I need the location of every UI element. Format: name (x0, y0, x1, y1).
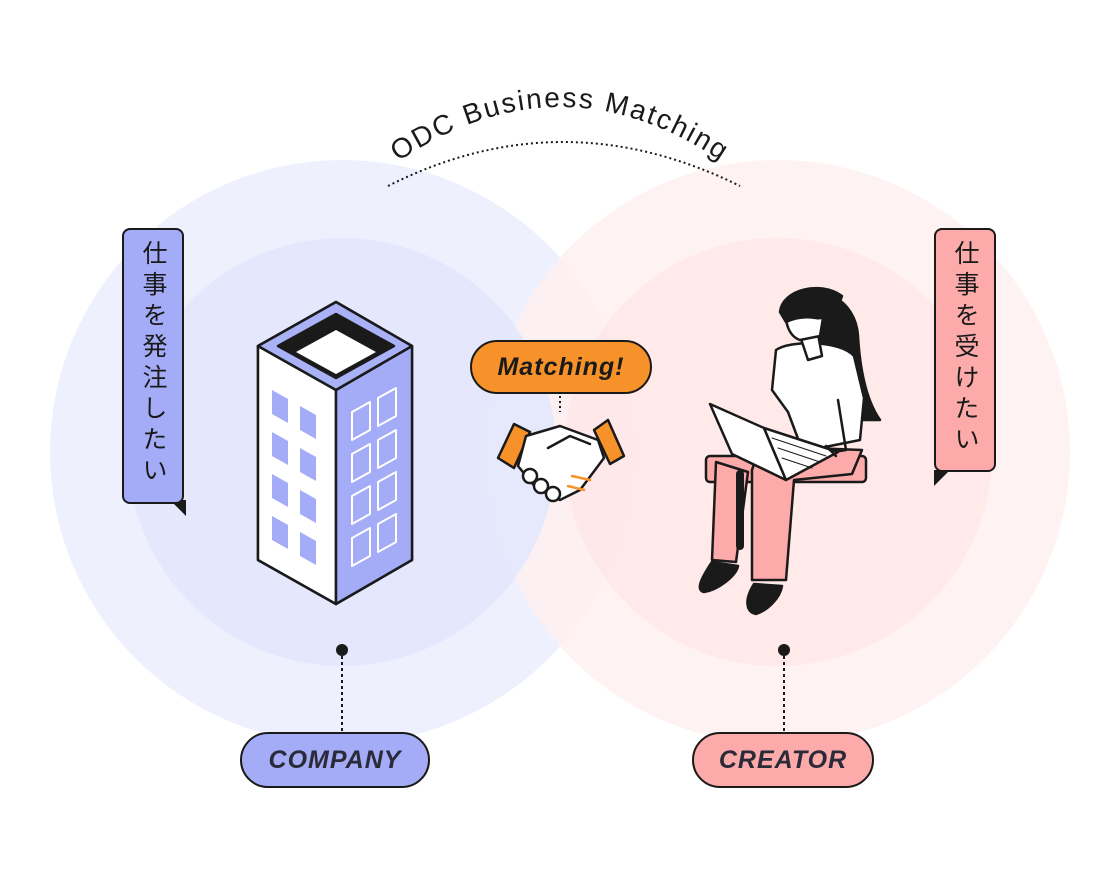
creator-illustration (698, 286, 882, 616)
creator-need-tail (934, 470, 950, 486)
matching-badge: Matching! (470, 340, 652, 394)
creator-need-text: 仕事を受けたい (951, 240, 980, 457)
company-need-text: 仕事を発注したい (139, 240, 168, 488)
creator-need-label: 仕事を受けたい (934, 228, 996, 472)
company-pin (336, 644, 348, 656)
title-arc-text: ODC Business Matching (385, 82, 736, 167)
creator-pin (778, 644, 790, 656)
handshake-icon (496, 418, 626, 503)
building-illustration (256, 300, 414, 606)
company-need-label: 仕事を発注したい (122, 228, 184, 504)
title-arc-dotted (387, 141, 741, 187)
company-need-tail (170, 500, 186, 516)
creator-pill: CREATOR (692, 732, 874, 788)
company-pill: COMPANY (240, 732, 430, 788)
